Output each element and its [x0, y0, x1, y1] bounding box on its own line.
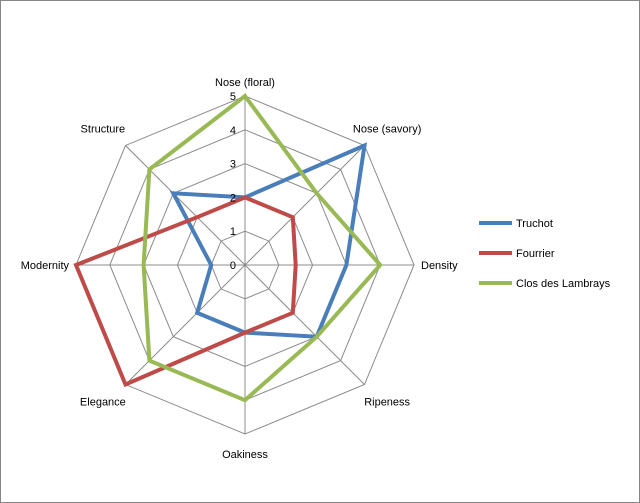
- axis-label: Ripeness: [364, 396, 410, 408]
- tick-label: 4: [230, 125, 236, 137]
- axis-label: Nose (floral): [215, 77, 275, 89]
- axis-label: Oakiness: [222, 449, 268, 461]
- axis-labels: Nose (floral) Nose (savory) DensityRipenes…: [21, 77, 458, 461]
- legend-label: Fourrier: [516, 248, 555, 260]
- spoke-line: [244, 264, 365, 385]
- axis-label: Elegance: [80, 396, 126, 408]
- tick-label: 1: [230, 226, 236, 238]
- series-line-clos-des-lambrays: [141, 93, 383, 403]
- tick-label: 0: [230, 260, 236, 272]
- spoke-line: [244, 145, 365, 266]
- radar-grid: [75, 95, 415, 435]
- axis-label: Modernity: [21, 260, 70, 272]
- legend-label: Truchot: [516, 218, 553, 230]
- radial-tick-labels: 0 1 2 3 4 5: [230, 91, 236, 272]
- tick-label: 3: [230, 159, 236, 171]
- axis-label: Density: [421, 260, 458, 272]
- spoke-line: [125, 264, 246, 385]
- legend-label: Clos des Lambrays: [516, 278, 611, 290]
- axis-label: Structure: [81, 124, 126, 136]
- radar-series: [73, 93, 383, 403]
- tick-label: 5: [230, 91, 236, 103]
- spoke-line: [125, 145, 246, 266]
- series-line-fourrier: [73, 195, 298, 388]
- axis-label: Nose (savory): [353, 124, 421, 136]
- tick-label: 2: [230, 192, 236, 204]
